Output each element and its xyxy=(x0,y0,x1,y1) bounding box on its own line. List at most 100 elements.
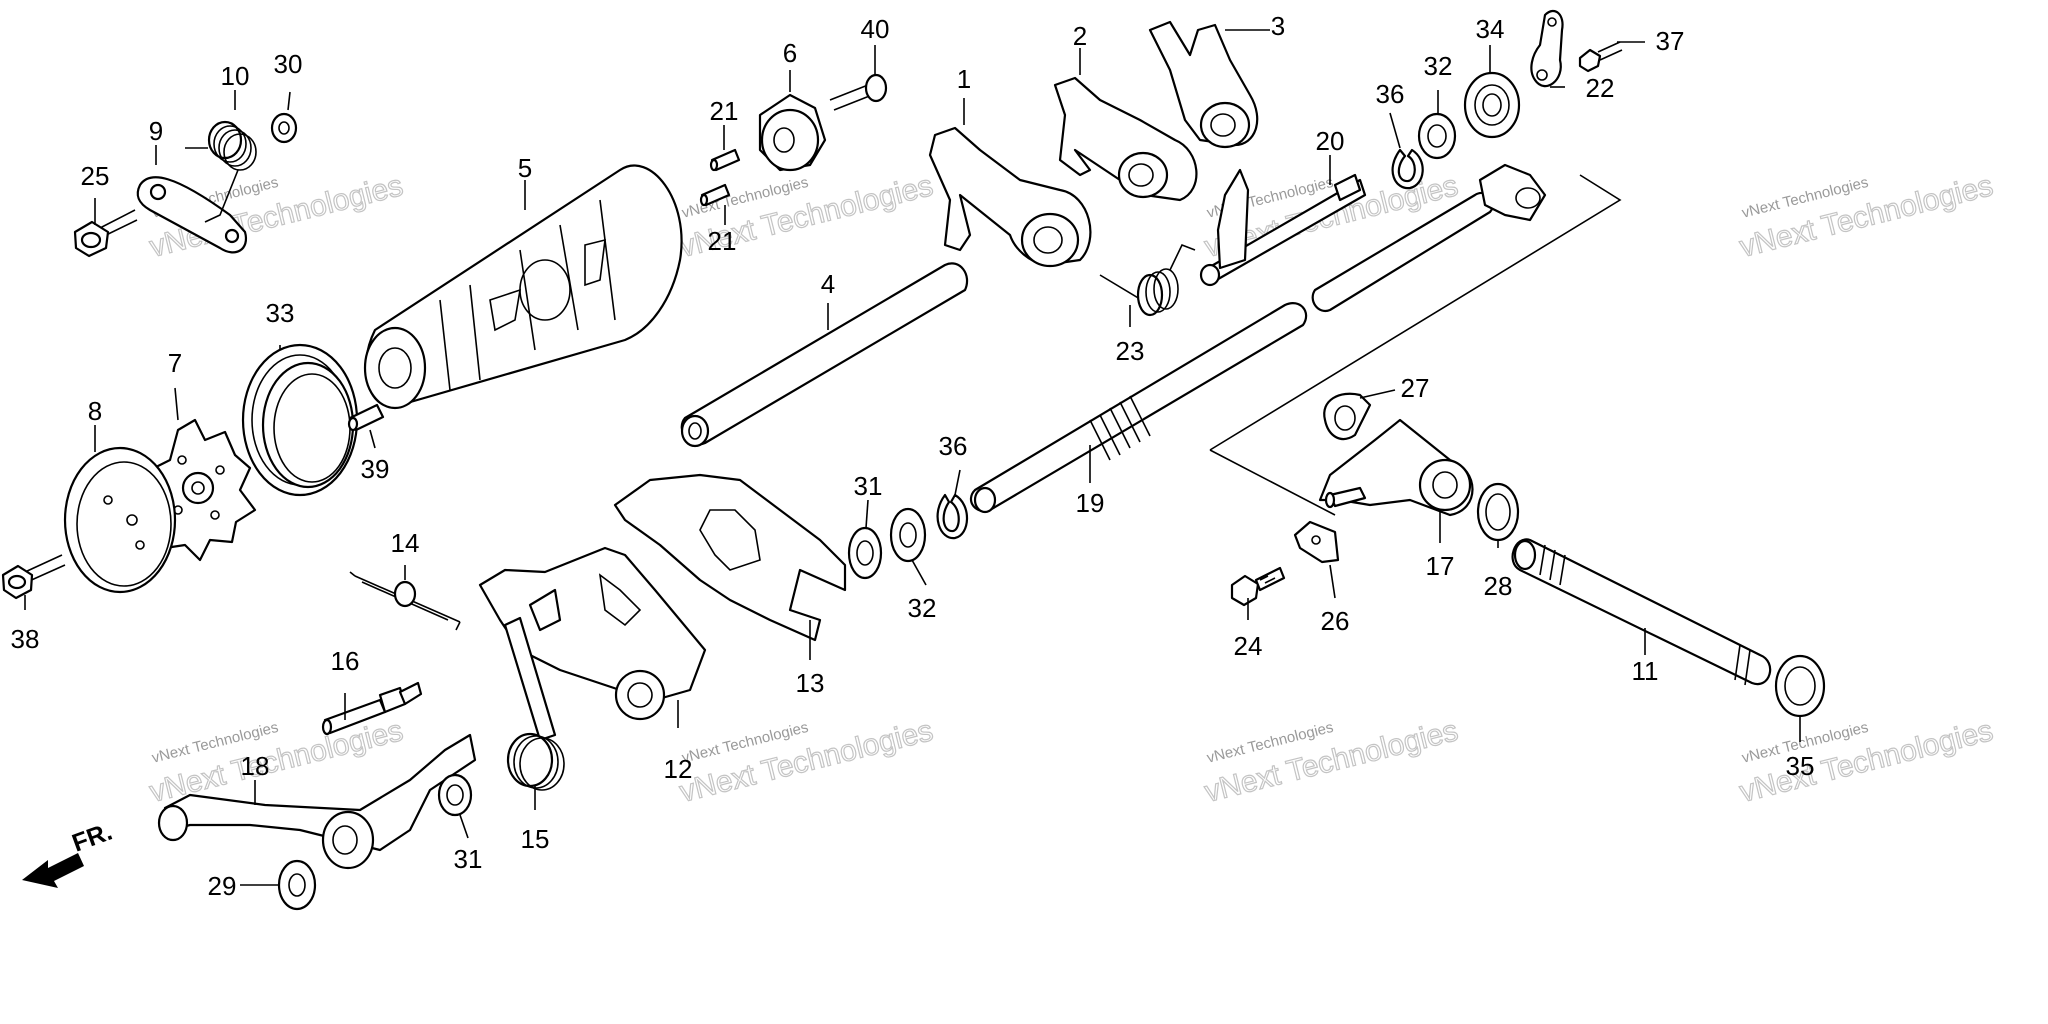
part-10-spring[interactable] xyxy=(185,120,257,223)
callout-11: 11 xyxy=(1632,656,1659,686)
callout-21-lower: 21 xyxy=(708,226,737,256)
front-label: FR. xyxy=(68,818,115,858)
part-39-pin[interactable] xyxy=(347,403,385,432)
assembly-outline xyxy=(1209,174,1622,516)
callout-36-lower: 36 xyxy=(939,431,968,461)
part-13-guide-plate[interactable] xyxy=(613,473,847,642)
callout-32-lower: 32 xyxy=(908,593,937,623)
callout-34: 34 xyxy=(1476,14,1505,44)
watermark: vNext Technologies vNext Technologies xyxy=(676,713,937,809)
callout-2: 2 xyxy=(1073,21,1087,51)
part-32-washer-upper[interactable] xyxy=(1417,112,1457,160)
part-8-plate[interactable] xyxy=(63,446,177,594)
callout-13: 13 xyxy=(796,668,825,698)
callout-37: 37 xyxy=(1656,26,1685,56)
part-23-spring[interactable] xyxy=(1099,243,1196,317)
part-35-oil-seal[interactable] xyxy=(1774,654,1826,718)
callout-16: 16 xyxy=(331,646,360,676)
callout-23: 23 xyxy=(1116,336,1145,366)
part-19-shift-spindle[interactable] xyxy=(969,302,1308,514)
part-17-shift-arm[interactable] xyxy=(1318,418,1474,517)
callout-36-upper: 36 xyxy=(1376,79,1405,109)
part-22-plate[interactable] xyxy=(1530,9,1564,88)
part-32-washer-lower[interactable] xyxy=(889,507,927,563)
callout-3: 3 xyxy=(1271,11,1285,41)
part-14-pin[interactable] xyxy=(349,571,461,631)
part-4-fork-shaft[interactable] xyxy=(680,262,969,448)
callout-17: 17 xyxy=(1426,551,1455,581)
callout-8: 8 xyxy=(88,396,102,426)
watermark: vNext Technologies vNext Technologies xyxy=(1736,168,1997,264)
part-18-shift-pedal[interactable] xyxy=(157,733,477,870)
part-34-oil-seal[interactable] xyxy=(1463,71,1521,139)
part-12-drum-shifter[interactable] xyxy=(478,546,707,721)
callout-7: 7 xyxy=(168,348,182,378)
callout-29: 29 xyxy=(208,871,237,901)
part-29-washer[interactable] xyxy=(277,859,317,911)
callout-12: 12 xyxy=(664,754,693,784)
watermark: vNext Technologies vNext Technologies xyxy=(1201,713,1462,809)
part-38-bolt[interactable] xyxy=(1,554,66,600)
callout-31-upper: 31 xyxy=(854,471,883,501)
part-16-pin[interactable] xyxy=(321,681,423,736)
callout-28: 28 xyxy=(1484,571,1513,601)
callout-4: 4 xyxy=(821,269,835,299)
callout-30: 30 xyxy=(274,49,303,79)
callout-27: 27 xyxy=(1401,373,1430,403)
callout-19: 19 xyxy=(1076,488,1105,518)
callout-39: 39 xyxy=(361,454,390,484)
part-40-bolt[interactable] xyxy=(829,73,888,111)
callout-24: 24 xyxy=(1234,631,1263,661)
part-5-shift-drum[interactable] xyxy=(363,164,683,410)
part-36-circlip-lower[interactable] xyxy=(936,493,969,540)
callout-33: 33 xyxy=(266,298,295,328)
part-21-pin-lower[interactable] xyxy=(699,183,731,207)
part-15-spring[interactable] xyxy=(503,616,565,791)
callout-22: 22 xyxy=(1586,73,1615,103)
part-33-bearing[interactable] xyxy=(241,343,359,497)
part-20-shaft[interactable] xyxy=(1199,168,1367,287)
part-3-shift-fork[interactable] xyxy=(1148,20,1259,149)
parts: FR. xyxy=(1,9,1826,911)
watermark: vNext Technologies vNext Technologies xyxy=(1736,713,1997,809)
part-37-bolt[interactable] xyxy=(1578,41,1623,73)
callout-31-lower: 31 xyxy=(454,844,483,874)
part-27-collar[interactable] xyxy=(1323,392,1372,441)
part-21-pin-upper[interactable] xyxy=(709,148,741,172)
part-30-washer[interactable] xyxy=(270,112,298,144)
callout-9: 9 xyxy=(149,116,163,146)
callout-21-upper: 21 xyxy=(710,96,739,126)
callout-5: 5 xyxy=(518,153,532,183)
callout-40: 40 xyxy=(861,14,890,44)
part-9-stopper-arm[interactable] xyxy=(136,176,248,254)
front-direction-indicator: FR. xyxy=(22,818,116,888)
callout-15: 15 xyxy=(521,824,550,854)
callout-labels: 1 2 3 4 5 6 7 8 9 10 11 12 13 14 15 16 1… xyxy=(11,11,1815,901)
callout-26: 26 xyxy=(1321,606,1350,636)
part-20-shift-shaft-upper[interactable] xyxy=(1311,163,1547,313)
part-2-shift-fork[interactable] xyxy=(1053,76,1198,202)
callout-38: 38 xyxy=(11,624,40,654)
part-31-washer-lower[interactable] xyxy=(437,773,473,817)
part-31-washer-upper[interactable] xyxy=(847,526,883,580)
part-24-bolt[interactable] xyxy=(1230,566,1286,607)
part-28-ring[interactable] xyxy=(1476,482,1520,542)
part-11-output-shaft[interactable] xyxy=(1511,538,1772,686)
part-6-cam[interactable] xyxy=(758,93,827,172)
part-25-bolt[interactable] xyxy=(73,209,138,258)
part-36-circlip-upper[interactable] xyxy=(1391,148,1424,190)
leader-lines xyxy=(24,29,1801,886)
callout-6: 6 xyxy=(783,38,797,68)
callout-35: 35 xyxy=(1786,751,1815,781)
callout-32-upper: 32 xyxy=(1424,51,1453,81)
callout-14: 14 xyxy=(391,528,420,558)
callout-20: 20 xyxy=(1316,126,1345,156)
callout-25: 25 xyxy=(81,161,110,191)
callout-18: 18 xyxy=(241,751,270,781)
part-1-shift-fork[interactable] xyxy=(928,126,1092,268)
callout-10: 10 xyxy=(221,61,250,91)
part-26-clip[interactable] xyxy=(1293,520,1340,564)
front-arrow-icon xyxy=(22,853,84,888)
callout-1: 1 xyxy=(957,64,971,94)
